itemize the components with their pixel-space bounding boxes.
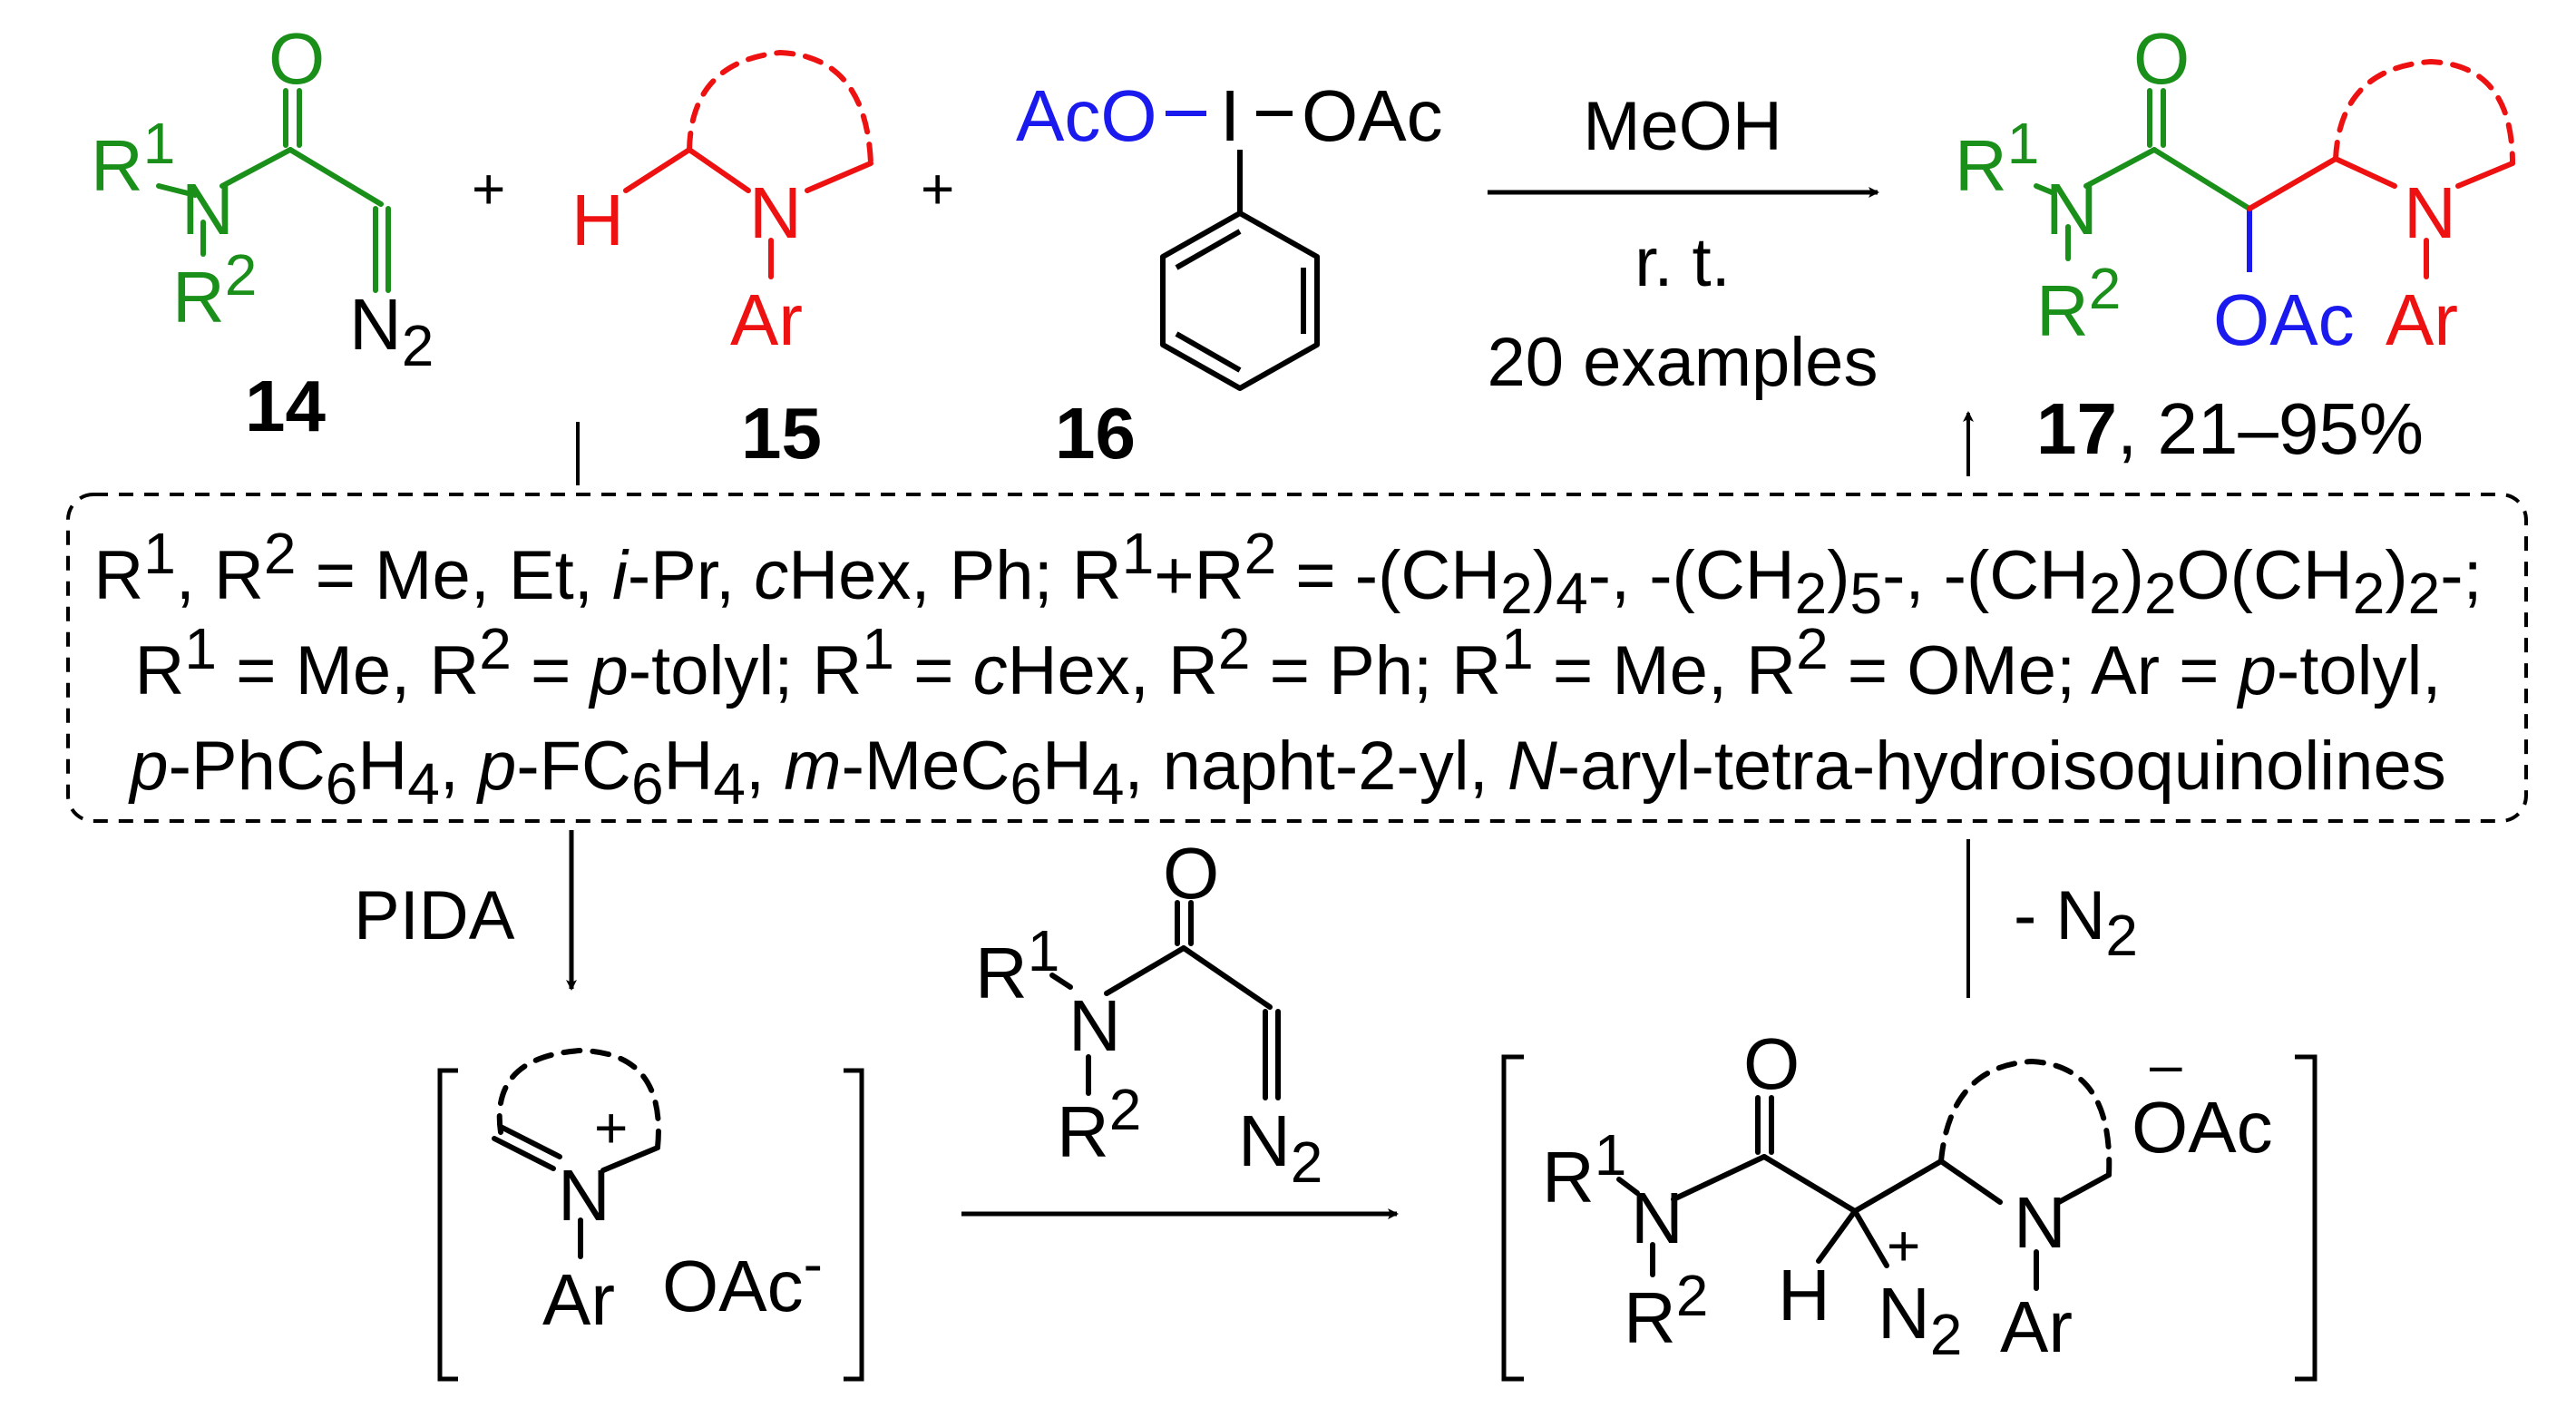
intermediate-amide-n-label: N [1631,1178,1683,1258]
intermediate-carbonyl-o-label: O [1743,1023,1800,1104]
intermediate-h-label: H [1778,1255,1830,1335]
intermediate-ar-label: Ar [2000,1286,2073,1367]
reagent-amide-n-label: N [1068,985,1121,1066]
intermediate-oac-minus-label: – [2150,1032,2182,1097]
product-ring-n-label: N [2404,172,2456,253]
condition-solvent: MeOH [1583,88,1782,165]
compound-label-16: 16 [1055,393,1136,474]
intermediate-ring-n-label: N [2014,1182,2066,1263]
compound-17: R1 N R2 O OAc N Ar 17, 21–95% [1955,18,2515,469]
carbonyl-o-label: O [268,18,325,99]
product-amide-n-label: N [2045,169,2098,249]
scope-line-3: p-PhC6H4, p-FC6H4, m-MeC6H4, napht-2-yl,… [128,728,2445,816]
compound-label-17: 17, 21–95% [2036,388,2424,469]
plus-sign-1: + [472,156,505,221]
aco-label: AcO [1016,75,1157,156]
diazo-reagent: R1 N R2 O N2 [975,833,1322,1195]
reagent-n2-label: N2 [1238,1100,1322,1195]
scope-line-1: R1, R2 = Me, Et, i-Pr, cHex, Ph; R1+R2 =… [93,521,2482,626]
h-label: H [571,180,624,260]
iminium-n-label: N [558,1155,610,1236]
compound-14: R1 N R2 O N2 14 [91,18,434,446]
compound-label-15: 15 [741,393,822,474]
intermediate-r1-label: R1 [1542,1122,1626,1217]
compound-16: AcO I OAc 16 [1016,75,1443,474]
intermediate-oac-label: OAc [2132,1087,2273,1168]
product-oac-label: OAc [2213,279,2355,360]
r2-label: R2 [172,242,257,337]
plus-sign-2: + [921,156,954,221]
amide-n-label: N [181,169,234,249]
phenyl-ring [1160,150,1320,391]
iminium-intermediate: N + Ar OAc- [437,1047,864,1382]
product-r2-label: R2 [2036,256,2121,351]
iminium-ar-label: Ar [542,1259,615,1340]
main-reaction-arrow: MeOH r. t. 20 examples [1488,88,1879,401]
scope-box [66,493,2528,823]
diazonium-intermediate: R1 N R2 O H + N2 N Ar – OAc [1501,1023,2317,1382]
intermediate-diazonium-plus-label: + [1887,1213,1920,1278]
amine-n-label: N [749,172,802,253]
reagent-r1-label: R1 [975,918,1059,1013]
condition-temperature: r. t. [1634,224,1731,301]
intermediate-r2-label: R2 [1624,1263,1708,1358]
iminium-oac-label: OAc- [662,1231,823,1326]
iodine-label: I [1220,75,1240,156]
product-ar-label: Ar [2386,279,2458,360]
compound-label-14: 14 [245,366,326,446]
r1-label: R1 [91,111,175,206]
pida-label: PIDA [354,877,515,954]
compound-15: H N Ar 15 [571,49,873,474]
n2-loss-label: - N2 [2014,877,2138,968]
scope-line-2: R1 = Me, R2 = p-tolyl; R1 = cHex, R2 = P… [135,616,2442,709]
reagent-carbonyl-o-label: O [1163,833,1219,914]
product-carbonyl-o-label: O [2133,18,2190,99]
condition-examples: 20 examples [1488,324,1878,401]
oac-label: OAc [1302,75,1443,156]
reagent-r2-label: R2 [1057,1077,1141,1172]
diazo-n2-label: N2 [349,284,434,378]
intermediate-diazonium-n2-label: N2 [1878,1273,1962,1367]
iminium-plus-label: + [594,1095,628,1160]
ar-label: Ar [730,279,803,360]
product-r1-label: R1 [1955,111,2039,206]
